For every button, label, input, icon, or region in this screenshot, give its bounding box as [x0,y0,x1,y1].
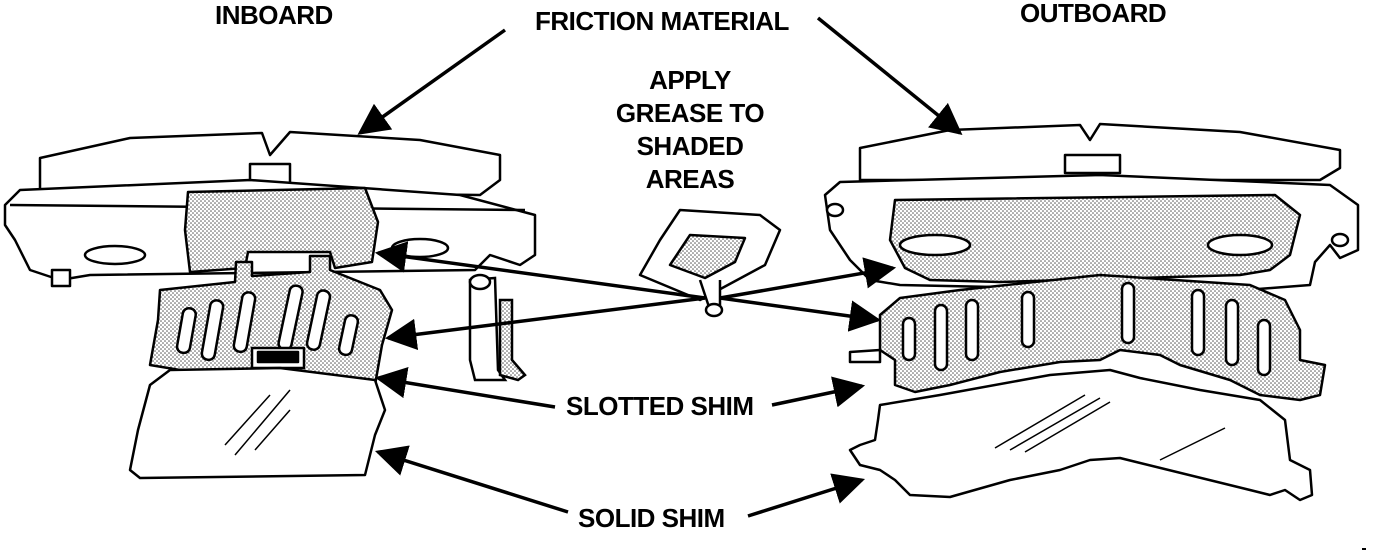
inboard-greased-area [183,186,380,274]
label-apply-grease-line-2: GREASE TO [615,98,765,128]
arrow-grease-to-outboard-shim [719,296,882,332]
corner-mark [1362,548,1366,550]
label-solid-shim: SOLID SHIM [578,503,725,533]
arrow-slotted-to-inboard [374,367,556,409]
arrow-grease-to-inboard-backing [374,241,706,300]
arrow-solid-to-inboard [374,445,569,514]
outboard-solid-shim [848,368,1314,502]
arrow-slotted-to-outboard [771,376,866,408]
label-apply-grease-line-1: APPLY [649,65,731,95]
inboard-pad-assembly [3,130,537,480]
label-outboard: OUTBOARD [1020,0,1167,28]
inboard-solid-shim [128,366,387,480]
arrow-grease-to-outboard-backing [719,257,897,300]
arrow-friction-to-outboard [816,16,963,135]
label-apply-grease-line-3: SHADED [636,131,744,161]
outboard-slotted-shim [878,273,1327,402]
leader-arrows [357,16,963,518]
grease-tube [638,208,782,318]
outboard-pad-assembly [823,122,1360,502]
outboard-greased-area [888,193,1302,284]
arrow-friction-to-inboard [357,28,507,135]
label-apply-grease: APPLY GREASE TO SHADED AREAS [600,64,780,196]
label-inboard: INBOARD [215,0,333,30]
grease-brush [468,273,527,382]
label-apply-grease-line-4: AREAS [645,164,735,194]
label-slotted-shim: SLOTTED SHIM [566,391,754,421]
arrow-grease-to-inboard-shim [384,296,706,351]
label-friction-material: FRICTION MATERIAL [535,6,789,36]
arrow-solid-to-outboard [747,473,866,518]
